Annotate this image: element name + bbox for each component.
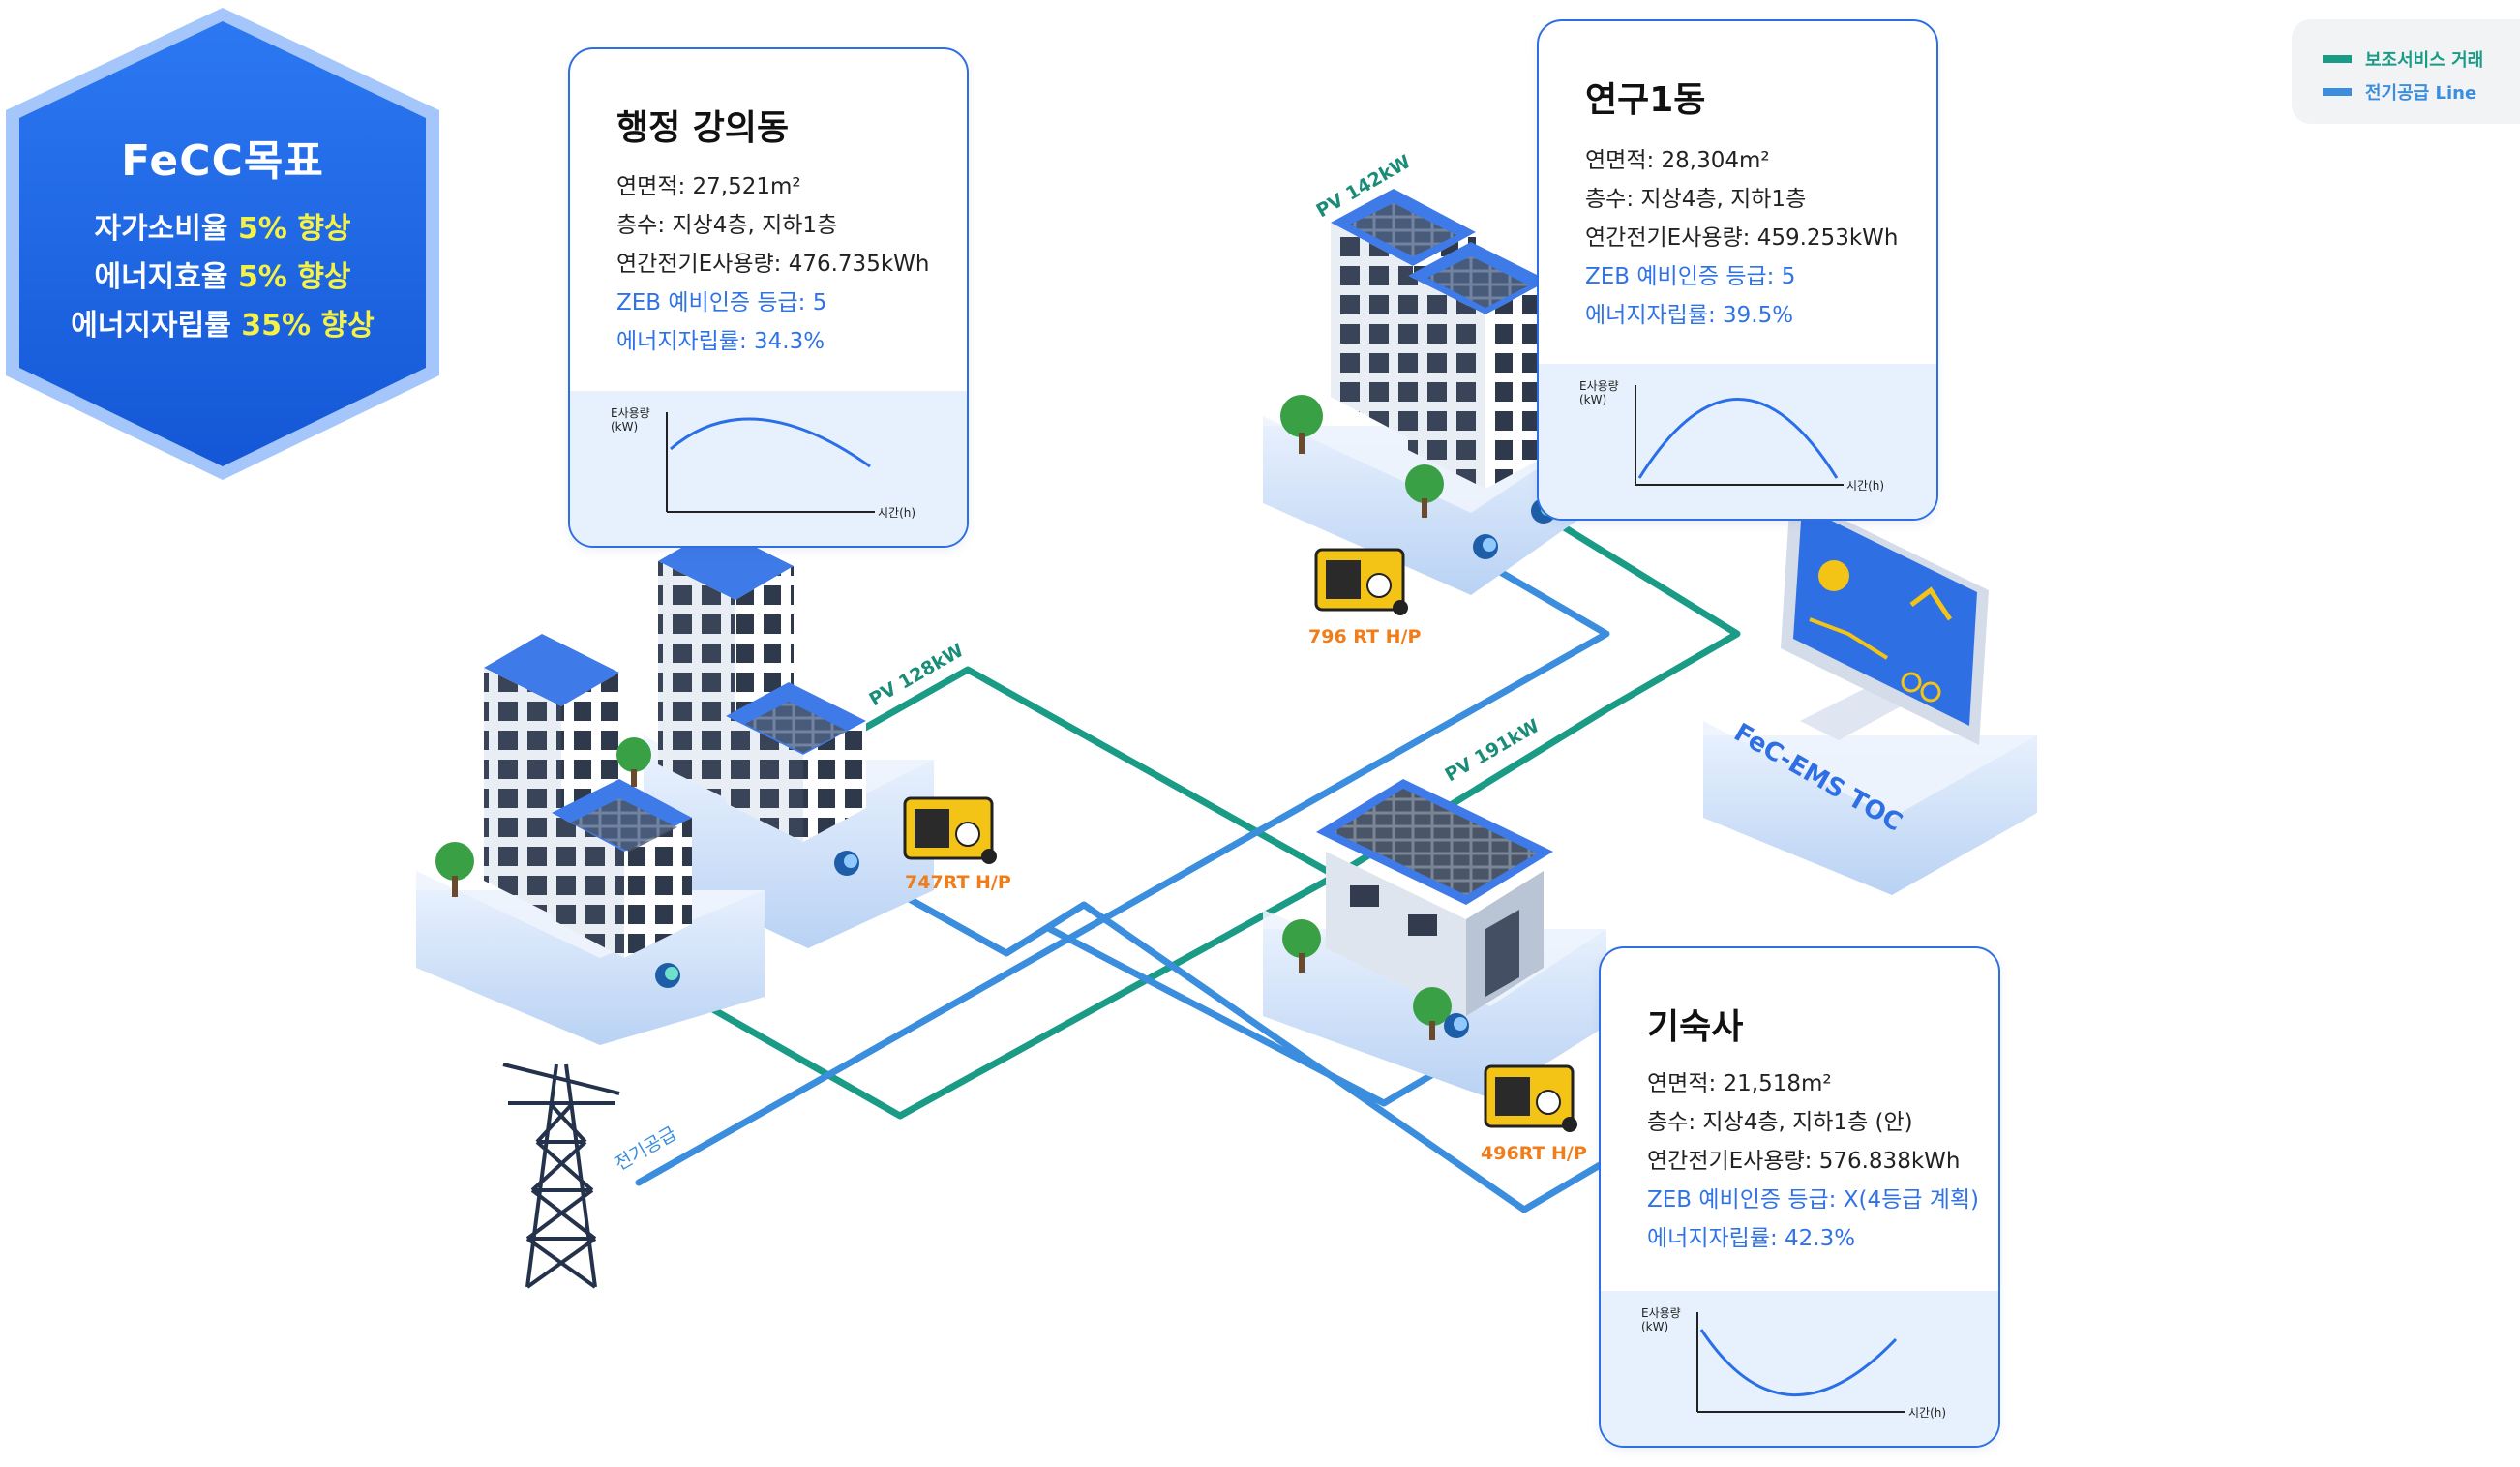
floors-text: 층수: 지상4층, 지하1층 — [616, 213, 838, 238]
goal-self-consumption: 자가소비율 5% 향상 — [94, 212, 351, 246]
usage-curve — [1637, 398, 1839, 479]
chart-x-label: 시간(h) — [878, 506, 915, 520]
transmission-tower-icon — [502, 1063, 620, 1289]
legend-swatch-trade — [2323, 55, 2352, 63]
goal-self-sufficiency: 에너지자립률 35% 향상 — [71, 309, 375, 343]
chart-y-label: E사용량(kW) — [1641, 1306, 1681, 1333]
supply-line-b — [843, 860, 1610, 1213]
floors-text: 층수: 지상4층, 지하1층 (안) — [1647, 1110, 1913, 1135]
usage-chart: E사용량(kW) 시간(h) — [570, 391, 967, 546]
usage-curve — [670, 417, 871, 468]
goal-title: FeCC목표 — [121, 136, 324, 186]
chart-x-label: 시간(h) — [1908, 1406, 1946, 1420]
card-details: 연면적: 28,304m² 층수: 지상4층, 지하1층 연간전기E사용량: 4… — [1585, 141, 1898, 335]
usage-curve — [1699, 1329, 1898, 1397]
heatpump-label-research: 796 RT H/P — [1308, 626, 1421, 647]
card-title: 행정 강의동 — [616, 108, 790, 148]
area-text: 연면적: 28,304m² — [1585, 148, 1770, 173]
building-research-1 — [1263, 189, 1602, 615]
chart-y-label: E사용량(kW) — [611, 406, 650, 434]
goal-hexagon — [19, 21, 426, 466]
goal-efficiency: 에너지효율 5% 향상 — [94, 260, 351, 294]
zeb-grade-text: ZEB 예비인증 등급: 5 — [616, 290, 827, 315]
zeb-grade-text: ZEB 예비인증 등급: X(4등급 계획) — [1647, 1187, 1979, 1213]
legend-item-supply: 전기공급 Line — [2323, 77, 2476, 106]
area-text: 연면적: 21,518m² — [1647, 1071, 1832, 1096]
floors-text: 층수: 지상4층, 지하1층 — [1585, 187, 1807, 212]
trade-line-a — [678, 872, 1339, 1120]
self-sufficiency-text: 에너지자립률: 34.3% — [616, 329, 825, 354]
usage-text: 연간전기E사용량: 459.253kWh — [1585, 225, 1899, 251]
fec-ems-toc-station — [1703, 494, 2037, 895]
chart-y-label: E사용량(kW) — [1579, 379, 1619, 406]
card-title: 연구1동 — [1585, 80, 1706, 120]
chart-x-label: 시간(h) — [1846, 479, 1884, 493]
self-sufficiency-text: 에너지자립률: 39.5% — [1585, 303, 1794, 328]
usage-text: 연간전기E사용량: 576.838kWh — [1647, 1149, 1961, 1174]
building-admin-lecture — [416, 527, 997, 1045]
goal-panel: FeCC목표 자가소비율 5% 향상 에너지효율 5% 향상 에너지자립률 35… — [0, 126, 445, 350]
card-research-1: 연구1동 연면적: 28,304m² 층수: 지상4층, 지하1층 연간전기E사… — [1537, 19, 1938, 521]
area-text: 연면적: 27,521m² — [616, 174, 801, 199]
self-sufficiency-text: 에너지자립률: 42.3% — [1647, 1226, 1856, 1251]
legend: 보조서비스 거래 전기공급 Line — [2292, 19, 2520, 124]
legend-item-trade: 보조서비스 거래 — [2323, 45, 2483, 74]
supply-line-main — [635, 562, 1610, 1186]
card-dormitory: 기숙사 연면적: 21,518m² 층수: 지상4층, 지하1층 (안) 연간전… — [1599, 946, 2000, 1448]
usage-chart: E사용량(kW) 시간(h) — [1601, 1291, 1998, 1446]
legend-swatch-supply — [2323, 88, 2352, 96]
usage-chart: E사용량(kW) 시간(h) — [1539, 364, 1936, 519]
heatpump-label-admin: 747RT H/P — [905, 872, 1011, 893]
pv-label-dormitory: PV 191kW — [1442, 715, 1544, 786]
card-details: 연면적: 21,518m² 층수: 지상4층, 지하1층 (안) 연간전기E사용… — [1647, 1064, 1979, 1258]
trade-line-b — [848, 514, 1741, 880]
card-title: 기숙사 — [1647, 1007, 1744, 1047]
building-dormitory — [1263, 779, 1606, 1132]
card-admin-lecture: 행정 강의동 연면적: 27,521m² 층수: 지상4층, 지하1층 연간전기… — [568, 47, 969, 548]
heatpump-label-dormitory: 496RT H/P — [1481, 1143, 1587, 1164]
zeb-grade-text: ZEB 예비인증 등급: 5 — [1585, 264, 1796, 289]
usage-text: 연간전기E사용량: 476.735kWh — [616, 252, 930, 277]
card-details: 연면적: 27,521m² 층수: 지상4층, 지하1층 연간전기E사용량: 4… — [616, 167, 929, 361]
